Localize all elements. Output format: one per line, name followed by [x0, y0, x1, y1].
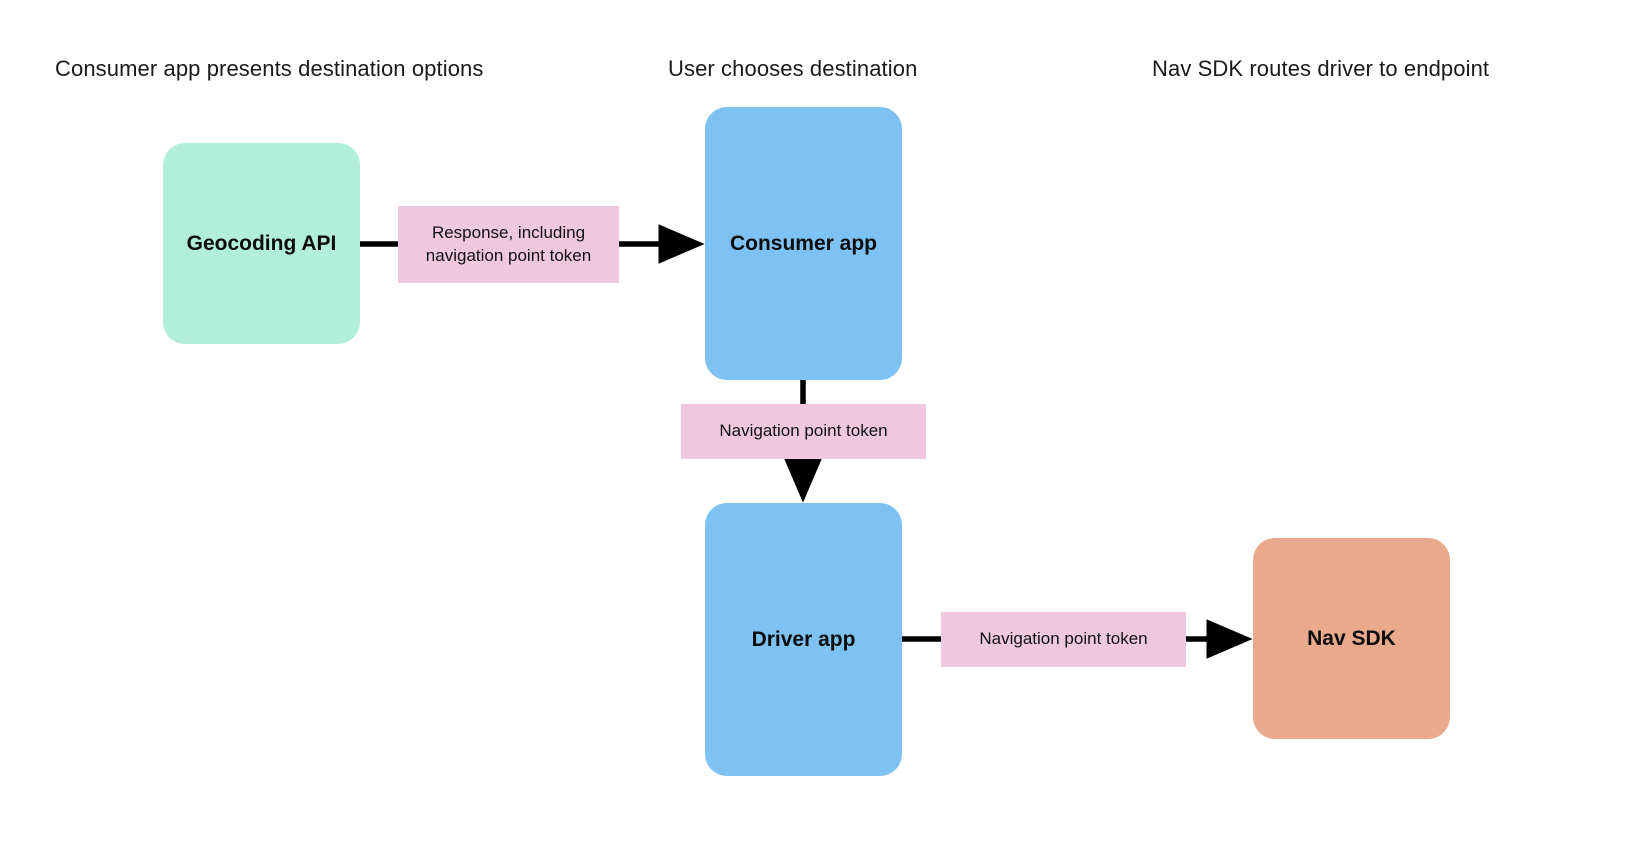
edge-label-navigation-point-token-horizontal: Navigation point token [941, 612, 1186, 667]
node-geocoding-api[interactable]: Geocoding API [163, 143, 360, 344]
node-label-consumer-app: Consumer app [729, 231, 878, 255]
edge-label-text-nav-token-horizontal: Navigation point token [979, 629, 1148, 649]
node-driver-app[interactable]: Driver app [705, 503, 902, 776]
column-header-consumer-app: Consumer app presents destination option… [55, 56, 484, 81]
column-header-nav-sdk: Nav SDK routes driver to endpoint [1152, 56, 1490, 81]
node-label-nav-sdk: Nav SDK [1307, 626, 1396, 650]
column-header-user-chooses: User chooses destination [668, 56, 918, 81]
node-label-driver-app: Driver app [751, 627, 856, 651]
edge-label-text-response: Response, including navigation point tok… [425, 223, 592, 265]
edge-label-text-nav-token-vertical: Navigation point token [719, 421, 888, 441]
edge-label-navigation-point-token-vertical: Navigation point token [681, 404, 926, 459]
edge-label-response-including-navigation-point-token: Response, including navigation point tok… [398, 206, 619, 283]
node-nav-sdk[interactable]: Nav SDK [1253, 538, 1450, 739]
node-label-geocoding-api: Geocoding API [186, 231, 337, 255]
node-consumer-app[interactable]: Consumer app [705, 107, 902, 380]
